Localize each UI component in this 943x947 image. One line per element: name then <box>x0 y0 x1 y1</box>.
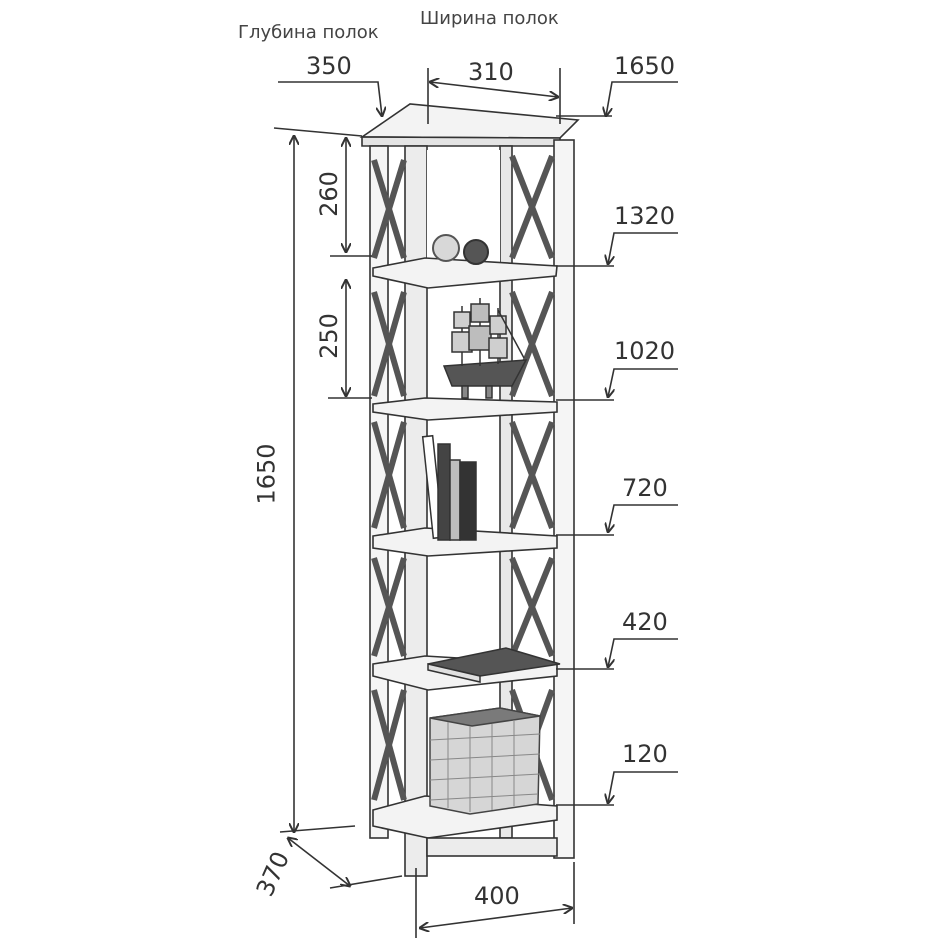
right-x-braces <box>509 154 555 802</box>
top-board-front <box>361 136 561 147</box>
shelf-level-120: 120 <box>622 740 668 768</box>
shelf-1320 <box>372 257 558 289</box>
base-width-label: 400 <box>474 882 520 910</box>
basket-icon <box>429 707 541 815</box>
shelf-level-1320: 1320 <box>614 202 676 230</box>
shelf-720 <box>372 527 558 557</box>
rear-left-post <box>404 145 428 877</box>
shelf-depth-header: Глубина полок <box>238 22 379 43</box>
shelf-level-420: 420 <box>622 608 668 636</box>
ship-icon <box>442 298 528 399</box>
total-height-right-label: 1650 <box>614 52 676 80</box>
left-x-braces <box>371 159 407 801</box>
shelves <box>372 257 558 839</box>
shelf-level-1020: 1020 <box>614 337 676 365</box>
bottom-rail <box>426 837 558 857</box>
shelf-1020 <box>372 397 558 421</box>
total-height-left-label: 1650 <box>252 443 281 505</box>
gap-top-label: 260 <box>314 171 343 217</box>
gap-second-label: 250 <box>314 313 343 359</box>
shelf-level-720: 720 <box>622 474 668 502</box>
dimension-lines <box>273 68 678 938</box>
magazine-icon <box>427 647 561 683</box>
width-shelf-label: 310 <box>468 58 514 86</box>
top-board <box>359 103 580 139</box>
depth-shelf-label: 350 <box>306 52 352 80</box>
front-right-post <box>553 139 575 859</box>
books-icon <box>421 434 477 541</box>
balls-icon <box>432 234 489 265</box>
shelf-width-header: Ширина полок <box>420 8 559 29</box>
